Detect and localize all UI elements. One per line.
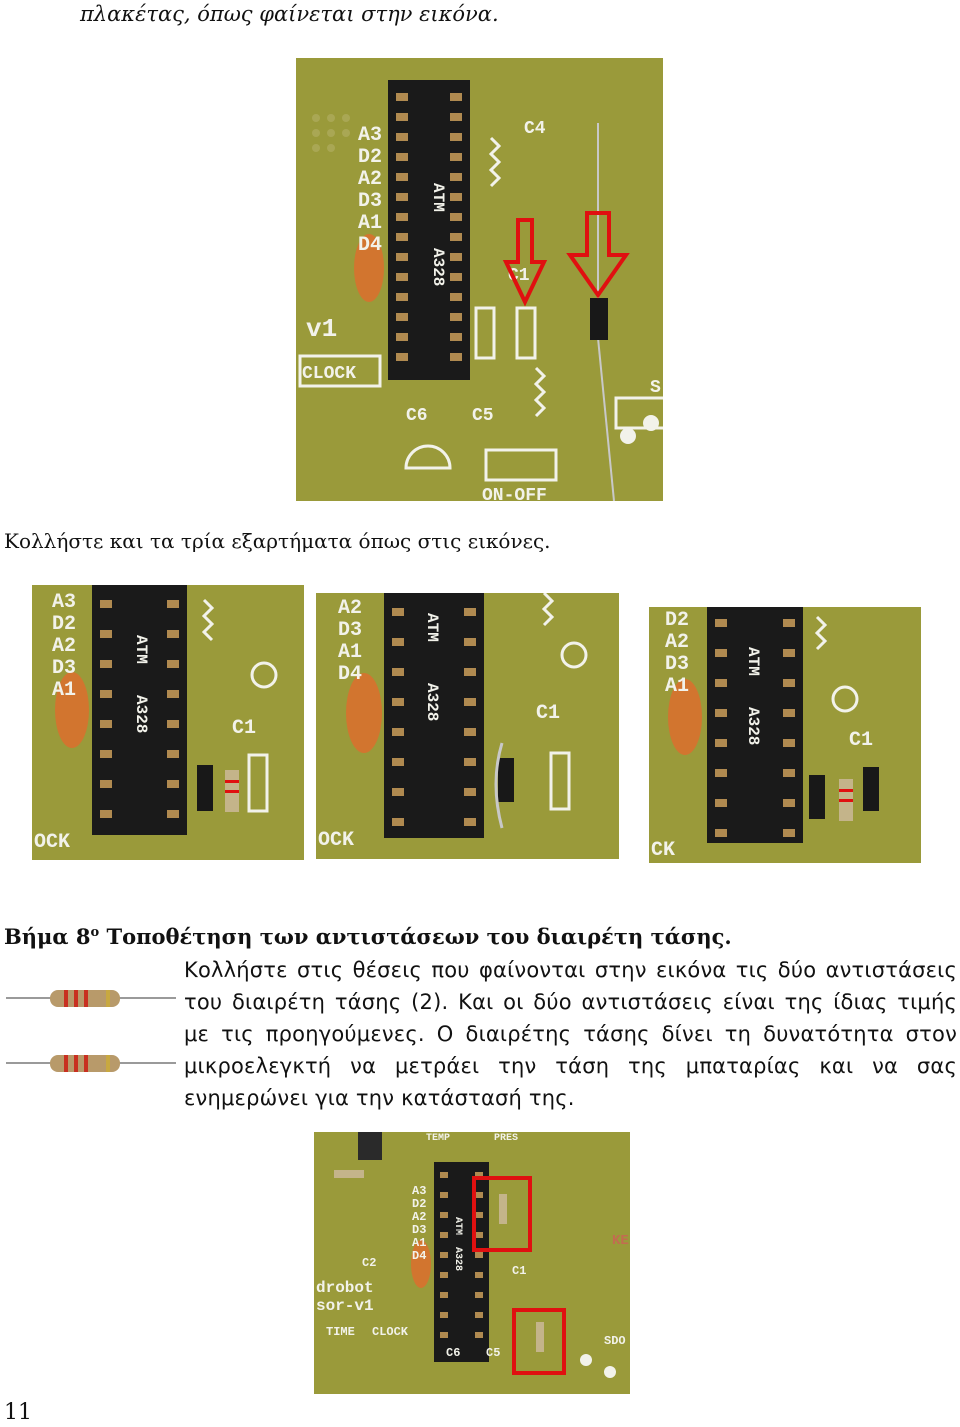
silk-label: C5 bbox=[486, 1346, 500, 1360]
silk-label: D3 bbox=[358, 190, 382, 213]
silk-label: A2 bbox=[338, 597, 362, 620]
instruction-text: Κολλήστε και τα τρία εξαρτήματα όπως στι… bbox=[4, 529, 551, 553]
pcb-photo-row-3-graphic: D2 A2 D3 A1 ATM A328 C1 CK bbox=[649, 607, 921, 863]
silk-label: C1 bbox=[512, 1264, 526, 1278]
silk-label: A1 bbox=[358, 212, 382, 235]
page-number: 11 bbox=[4, 1400, 32, 1425]
silk-label: D4 bbox=[338, 663, 362, 686]
silk-label: D2 bbox=[665, 609, 689, 632]
silk-label: A328 bbox=[429, 248, 447, 286]
step-heading-prefix: Βήμα 8 bbox=[4, 924, 91, 949]
silk-label: TEMP bbox=[426, 1133, 450, 1144]
silk-label: C6 bbox=[406, 406, 428, 426]
silk-label: C1 bbox=[232, 717, 256, 740]
pcb-photo-row-3: D2 A2 D3 A1 ATM A328 C1 CK bbox=[649, 607, 921, 863]
pcb-photo-bottom-graphic: A3 D2 A2 D3 A1 D4 ATM A328 C2 C1 C6 C5 T… bbox=[314, 1132, 630, 1394]
silk-label: D3 bbox=[338, 619, 362, 642]
silk-label: ATM bbox=[452, 1217, 463, 1235]
silk-label: A2 bbox=[358, 168, 382, 191]
silk-label: C6 bbox=[446, 1346, 460, 1360]
highlight-box-1 bbox=[472, 1176, 532, 1252]
silk-label: A1 bbox=[665, 675, 689, 698]
silk-label: A2 bbox=[665, 631, 689, 654]
step-heading: Βήμα 8ο Τοποθέτηση των αντιστάσεων του δ… bbox=[4, 924, 732, 949]
step-heading-rest: Τοποθέτηση των αντιστάσεων του διαιρέτη … bbox=[99, 924, 732, 949]
silk-label: ATM bbox=[423, 613, 441, 642]
step-paragraph: Κολλήστε στις θέσεις που φαίνονται στην … bbox=[184, 958, 957, 1110]
silk-label: ATM bbox=[744, 647, 762, 676]
pcb-photo-row-1: A3 D2 A2 D3 A1 ATM A328 C1 OCK bbox=[32, 585, 304, 860]
pcb-photo-row-1-graphic: A3 D2 A2 D3 A1 ATM A328 C1 OCK bbox=[32, 585, 304, 860]
silk-label: C4 bbox=[524, 119, 546, 139]
silk-label: D4 bbox=[412, 1249, 426, 1263]
silk-label: A328 bbox=[744, 707, 762, 745]
silk-label: sor-v1 bbox=[316, 1297, 374, 1315]
silk-label: ATM bbox=[429, 183, 447, 212]
resistors-photo-graphic bbox=[6, 964, 176, 1097]
silk-label: C2 bbox=[362, 1256, 376, 1270]
silk-label: A2 bbox=[52, 635, 76, 658]
silk-label: C1 bbox=[536, 702, 560, 725]
silk-label: A2 bbox=[412, 1210, 426, 1224]
silk-label: D3 bbox=[52, 657, 76, 680]
silk-label: ON-OFF bbox=[482, 486, 547, 501]
pcb-photo-row-2-graphic: A2 D3 A1 D4 ATM A328 C1 OCK bbox=[316, 593, 619, 859]
silk-label: PRES bbox=[494, 1133, 518, 1144]
highlight-box-2 bbox=[512, 1308, 566, 1375]
silk-label: A1 bbox=[338, 641, 362, 664]
pcb-photo-bottom: A3 D2 A2 D3 A1 D4 ATM A328 C2 C1 C6 C5 T… bbox=[314, 1132, 630, 1394]
silk-label: TIME bbox=[326, 1325, 355, 1339]
step-heading-sup: ο bbox=[90, 925, 100, 940]
silk-label: A1 bbox=[412, 1236, 426, 1250]
silk-label: OCK bbox=[318, 829, 354, 852]
silk-label: A3 bbox=[52, 591, 76, 614]
pcb-photo-top: A3 D2 A2 D3 A1 D4 ATM A328 C4 C1 CLOCK C… bbox=[296, 58, 663, 501]
silk-label: D4 bbox=[358, 234, 382, 257]
silk-label: S bbox=[650, 378, 661, 398]
silk-label: D3 bbox=[665, 653, 689, 676]
silk-label: A1 bbox=[52, 679, 76, 702]
silk-label: A328 bbox=[452, 1247, 463, 1271]
silk-label: A3 bbox=[412, 1184, 426, 1198]
silk-label: OCK bbox=[34, 831, 70, 854]
silk-label: A3 bbox=[358, 124, 382, 147]
pcb-photo-row-2: A2 D3 A1 D4 ATM A328 C1 OCK bbox=[316, 593, 619, 859]
silk-label: A328 bbox=[132, 695, 150, 733]
silk-label: v1 bbox=[306, 314, 337, 344]
silk-label: KE bbox=[612, 1233, 629, 1249]
silk-label: D2 bbox=[412, 1197, 426, 1211]
silk-label: D2 bbox=[358, 146, 382, 169]
silk-label: A328 bbox=[423, 683, 441, 721]
resistors-photo bbox=[6, 964, 176, 1097]
intro-text: πλακέτας, όπως φαίνεται στην εικόνα. bbox=[80, 2, 499, 26]
pcb-photo-top-graphic: A3 D2 A2 D3 A1 D4 ATM A328 C4 C1 CLOCK C… bbox=[296, 58, 663, 501]
silk-label: C5 bbox=[472, 406, 494, 426]
silk-label: D3 bbox=[412, 1223, 426, 1237]
silk-label: drobot bbox=[316, 1279, 374, 1297]
silk-label: C1 bbox=[849, 729, 873, 752]
silk-label: ATM bbox=[132, 635, 150, 664]
silk-label: D2 bbox=[52, 613, 76, 636]
silk-label: SDO bbox=[604, 1334, 626, 1348]
silk-label: CLOCK bbox=[302, 364, 356, 384]
silk-label: CK bbox=[651, 839, 675, 862]
silk-label: CLOCK bbox=[372, 1325, 409, 1339]
